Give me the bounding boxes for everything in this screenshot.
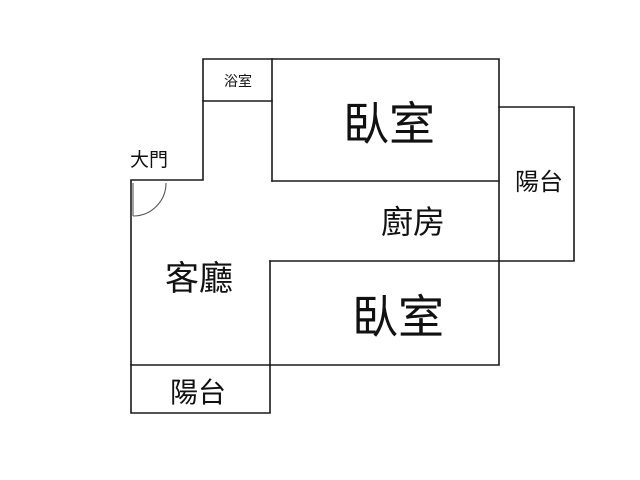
room-label-living-room: 客廳 [165, 259, 233, 299]
entrance-door-icon [132, 182, 167, 217]
room-label-balcony-bottom: 陽台 [170, 376, 226, 409]
entrance-label: 大門 [130, 149, 168, 171]
room-label-balcony-right: 陽台 [515, 168, 563, 196]
room-label-bedroom-bottom: 臥室 [352, 290, 444, 344]
room-label-bathroom: 浴室 [224, 73, 252, 90]
room-label-bedroom-top: 臥室 [343, 97, 435, 151]
room-label-kitchen: 廚房 [381, 203, 445, 241]
